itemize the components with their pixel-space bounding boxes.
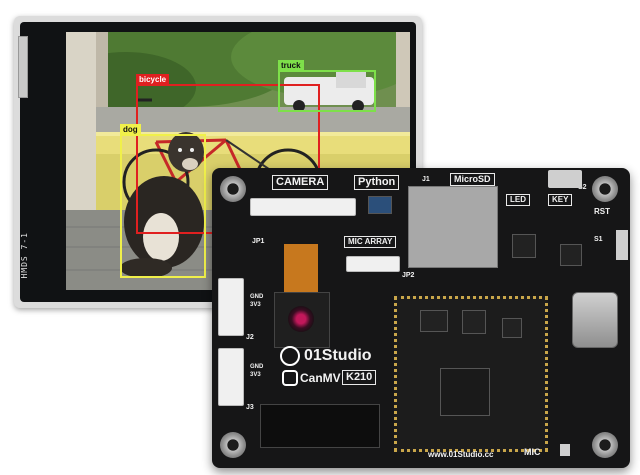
j3-connector [218, 348, 244, 406]
01studio-logo-icon [280, 346, 300, 366]
python-label: Python [354, 175, 400, 190]
lcd-side-label: HMDS 7-1 [20, 232, 29, 279]
lcd-connector-tab [18, 36, 28, 98]
mounting-hole [220, 432, 246, 458]
3v3-label-2: 3V3 [250, 372, 261, 378]
canmv-logo-icon [282, 370, 298, 386]
aux-chip [502, 318, 522, 338]
gnd-label: GND [250, 294, 264, 300]
mic-array-connector [346, 256, 400, 272]
mounting-hole [592, 176, 618, 202]
led-label: LED [506, 194, 530, 206]
k210-processor-chip [440, 368, 490, 416]
dog-detection-label: dog [120, 124, 141, 135]
mic-array-label: MIC ARRAY [344, 236, 397, 248]
microphone [560, 444, 570, 456]
camera-lens-icon [288, 306, 314, 332]
camera-fpc-connector [250, 198, 356, 216]
s2-label: S2 [578, 184, 587, 191]
bicycle-detection-label: bicycle [136, 74, 170, 85]
truck-detection-label: truck [278, 60, 304, 71]
canmv-label: CanMV [300, 371, 341, 385]
flash-chip [368, 196, 392, 214]
usb-c-port[interactable] [572, 292, 618, 348]
gnd-label-2: GND [250, 364, 264, 370]
reset-button[interactable] [616, 230, 628, 260]
camera-flex-cable [284, 244, 318, 294]
camera-label: CAMERA [272, 175, 329, 190]
j2-connector [218, 278, 244, 336]
memory-chip [420, 310, 448, 332]
mounting-hole [220, 176, 246, 202]
k210-label: K210 [342, 370, 377, 385]
dog-detection-box: dog [120, 124, 206, 278]
gpio-header [260, 404, 380, 448]
jp2-label: JP2 [402, 272, 415, 279]
regulator-chip [560, 244, 582, 266]
mounting-hole [592, 432, 618, 458]
brand-label: 01Studio [304, 347, 372, 364]
truck-detection-box: truck [278, 60, 376, 112]
j3-label: J3 [246, 404, 254, 411]
microsd-label: MicroSD [450, 173, 495, 186]
s1-label: S1 [594, 236, 603, 243]
mic-label: MIC [524, 447, 541, 457]
j1-label: J1 [422, 176, 430, 183]
3v3-label: 3V3 [250, 302, 261, 308]
pmu-chip [462, 310, 486, 334]
microsd-slot [408, 186, 498, 268]
key-button[interactable] [548, 170, 582, 188]
usb-bridge-chip [512, 234, 536, 258]
rst-label: RST [594, 207, 610, 216]
key-label: KEY [548, 194, 573, 206]
website-label: www.01Studio.cc [428, 450, 494, 459]
jp1-label: JP1 [252, 238, 265, 245]
j2-label: J2 [246, 334, 254, 341]
canmv-k210-board: CAMERA JP1 Python MicroSD J1 LED KEY RST… [212, 168, 630, 468]
